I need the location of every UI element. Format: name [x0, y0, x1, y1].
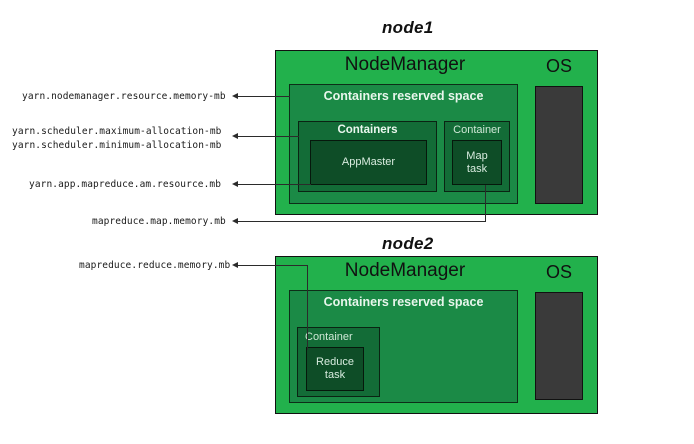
node2-reduce-task-box — [306, 347, 364, 391]
node2-nodemanager-label: NodeManager — [344, 260, 466, 281]
node1-map-task-label: Map task — [466, 150, 488, 175]
node2-title: node2 — [382, 234, 434, 253]
leader-arrow-am-resource — [232, 180, 238, 187]
leader-arrow-nodemanager-resource — [232, 92, 238, 99]
node2-os-label: OS — [546, 262, 573, 282]
node1-map-container-label: Container — [453, 124, 501, 136]
node2-os-box — [535, 292, 583, 400]
node1-map-task-box — [452, 140, 502, 185]
node1-appmaster-label: AppMaster — [341, 156, 396, 168]
leader-line-nodemanager-resource — [238, 96, 290, 97]
leader-arrow-reduce-memory — [232, 261, 238, 268]
leader-line-reduce-memory-vertical — [307, 265, 308, 350]
leader-line-scheduler-allocation — [238, 136, 299, 137]
node1-nodemanager-label: NodeManager — [344, 54, 466, 75]
callout-scheduler-minimum-allocation-mb: yarn.scheduler.minimum-allocation-mb — [12, 140, 222, 151]
node2-reserved-label: Containers reserved space — [323, 295, 484, 309]
node1-os-box — [535, 86, 583, 204]
callout-mapreduce-reduce-memory-mb: mapreduce.reduce.memory.mb — [79, 260, 231, 271]
callout-scheduler-maximum-allocation-mb: yarn.scheduler.maximum-allocation-mb — [12, 126, 222, 137]
leader-arrow-scheduler-allocation — [232, 132, 238, 139]
node2-reduce-task-label: Reduce task — [316, 356, 354, 381]
node1-appmaster-box — [310, 140, 427, 185]
callout-mapreduce-map-memory-mb: mapreduce.map.memory.mb — [92, 216, 226, 227]
leader-line-reduce-memory-horizontal — [238, 265, 308, 266]
node1-os-label: OS — [546, 56, 573, 76]
node2-reduce-container-label: Container — [305, 331, 353, 343]
node1-title: node1 — [382, 18, 434, 37]
leader-arrow-map-memory — [232, 217, 238, 224]
callout-app-mapreduce-am-resource-mb: yarn.app.mapreduce.am.resource.mb — [29, 179, 222, 190]
node1-containers-label: Containers — [337, 124, 398, 136]
callout-nodemanager-resource-memory-mb: yarn.nodemanager.resource.memory-mb — [22, 91, 226, 102]
leader-line-map-memory-vertical — [485, 185, 486, 221]
node1-reserved-label: Containers reserved space — [323, 89, 484, 103]
leader-line-map-memory-horizontal — [238, 221, 486, 222]
leader-line-am-resource — [238, 184, 311, 185]
